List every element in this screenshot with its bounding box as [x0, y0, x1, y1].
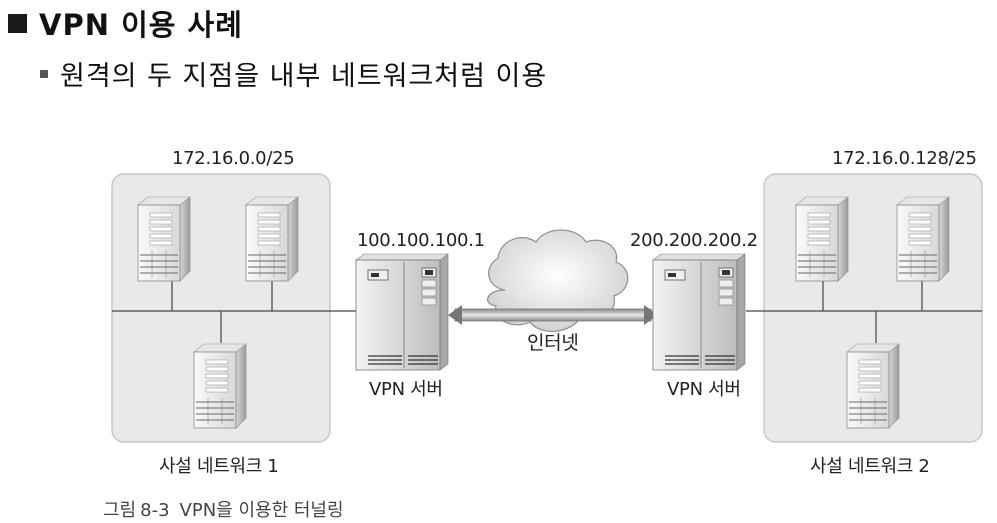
- internet-cloud-icon: [487, 229, 629, 332]
- server-icon: [245, 196, 299, 282]
- network1-subnet-label: 172.16.0.0/25: [172, 148, 295, 169]
- internet-label: 인터넷: [527, 332, 579, 354]
- network2-subnet-label: 172.16.0.128/25: [832, 148, 977, 169]
- page-subtitle: 원격의 두 지점을 내부 네트워크처럼 이용: [40, 54, 547, 93]
- server-icon: [846, 343, 900, 429]
- caption-number: 8-3: [140, 500, 170, 521]
- vpn-server-right-label: VPN 서버: [667, 379, 741, 400]
- server-icon: [795, 196, 849, 282]
- page-title: VPN 이용 사례: [8, 2, 243, 44]
- square-bullet-icon: [8, 14, 27, 33]
- vpn-server-left-icon: [355, 253, 449, 371]
- vpn-tunnel: [448, 305, 658, 325]
- caption-text: VPN을 이용한 터널링: [179, 500, 344, 521]
- server-icon: [137, 196, 191, 282]
- server-icon: [193, 343, 247, 429]
- network2-name-label: 사설 네트워크 2: [810, 456, 930, 477]
- page-subtitle-text: 원격의 두 지점을 내부 네트워크처럼 이용: [60, 61, 548, 92]
- caption-prefix: 그림: [103, 500, 137, 521]
- server-icon: [896, 196, 950, 282]
- small-square-bullet-icon: [40, 70, 48, 78]
- vpn-server-right-ip: 200.200.200.2: [630, 230, 758, 251]
- vpn-server-left-ip: 100.100.100.1: [357, 230, 485, 251]
- vpn-server-right-icon: [652, 253, 746, 371]
- page-title-text: VPN 이용 사례: [39, 8, 243, 42]
- vpn-server-left-label: VPN 서버: [369, 379, 443, 400]
- network1-name-label: 사설 네트워크 1: [159, 456, 279, 477]
